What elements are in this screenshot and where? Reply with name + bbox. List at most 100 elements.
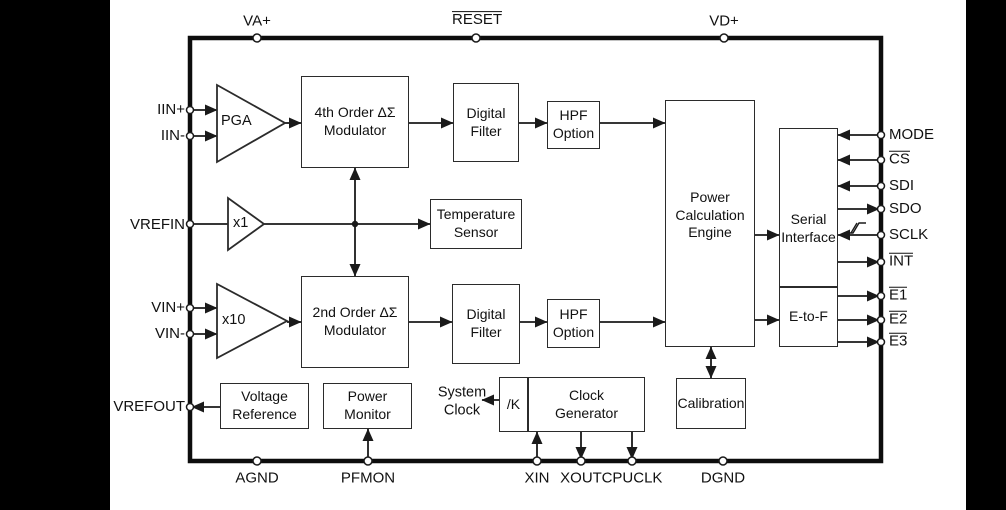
block-label-line: Interface bbox=[781, 228, 836, 245]
pin-label-sdo: SDO bbox=[889, 200, 922, 217]
block-label-line: Clock bbox=[568, 386, 604, 403]
block-label-line: Option bbox=[552, 323, 595, 340]
pin-cpuclk bbox=[627, 456, 637, 466]
pin-sclk bbox=[876, 230, 886, 240]
block-hpf-option-1: HPF Option bbox=[547, 101, 600, 149]
pin-text: VA+ bbox=[243, 12, 271, 30]
pin-label-agnd: AGND bbox=[235, 469, 279, 487]
pin-e2 bbox=[876, 315, 886, 325]
block-label-line: Engine bbox=[688, 224, 732, 241]
pin-vin-minus bbox=[185, 329, 195, 339]
block-2nd-order-modulator: 2nd Order ΔΣ Modulator bbox=[301, 276, 409, 368]
pin-sdi bbox=[876, 181, 886, 191]
block-digital-filter-1: Digital Filter bbox=[453, 83, 519, 162]
amplifiers bbox=[216, 83, 289, 360]
block-label-line: Power bbox=[690, 188, 730, 205]
pin-label-e2: E2 bbox=[889, 310, 908, 329]
pin-circles bbox=[185, 33, 886, 466]
block-label-line: Serial bbox=[790, 210, 827, 227]
pin-vrefin bbox=[185, 219, 195, 229]
x1-amp-triangle bbox=[227, 196, 266, 252]
pin-label-mode: MODE bbox=[889, 126, 934, 143]
block-label-line: Voltage bbox=[241, 388, 288, 405]
system-clock-line1: System bbox=[437, 384, 487, 401]
pin-label-vin-plus: VIN+ bbox=[151, 299, 185, 317]
pga-amp-triangle bbox=[216, 83, 287, 164]
block-label-line: 2nd Order ΔΣ bbox=[312, 304, 398, 321]
block-label-line: Temperature bbox=[436, 206, 516, 223]
block-serial-interface: Serial Interface bbox=[779, 128, 838, 287]
block-power-calculation-engine: Power Calculation Engine bbox=[665, 100, 755, 347]
pin-label-pfmon: PFMON bbox=[340, 469, 396, 487]
system-clock-label: System Clock bbox=[438, 384, 486, 419]
pin-text: CS bbox=[889, 150, 910, 168]
block-label-line: Generator bbox=[554, 404, 619, 421]
pin-label-cpuclk: CPUCLK bbox=[601, 469, 663, 487]
system-clock-line2: Clock bbox=[443, 402, 481, 418]
pin-text: SDI bbox=[889, 177, 915, 195]
pin-label-vin-minus: VIN- bbox=[155, 325, 185, 343]
block-clock-divider: /K bbox=[499, 377, 528, 432]
block-hpf-option-2: HPF Option bbox=[547, 299, 600, 348]
block-label-line: Power bbox=[347, 388, 388, 405]
pin-dgnd bbox=[718, 456, 728, 466]
pin-label-reset: RESET bbox=[451, 11, 503, 29]
pin-text: E2 bbox=[889, 310, 908, 328]
pin-pfmon bbox=[363, 456, 373, 466]
pin-va-plus bbox=[252, 33, 262, 43]
pin-label-e1: E1 bbox=[889, 286, 908, 305]
wires bbox=[190, 104, 881, 460]
pin-e3 bbox=[876, 337, 886, 347]
block-digital-filter-2: Digital Filter bbox=[452, 284, 520, 364]
pin-cs bbox=[876, 155, 886, 165]
pga-label: PGA bbox=[221, 113, 252, 129]
pin-label-cs: CS bbox=[889, 150, 910, 169]
block-label-line: HPF bbox=[559, 305, 588, 322]
block-power-monitor: Power Monitor bbox=[323, 383, 412, 429]
pin-label-xin: XIN bbox=[524, 469, 550, 487]
pin-label-vd-plus: VD+ bbox=[709, 13, 739, 30]
pin-iin-plus bbox=[185, 105, 195, 115]
pin-text: VD+ bbox=[709, 12, 739, 30]
pin-label-sclk: SCLK bbox=[889, 226, 928, 243]
pin-label-dgnd: DGND bbox=[700, 469, 746, 487]
pin-e1 bbox=[876, 291, 886, 301]
pin-reset bbox=[471, 33, 481, 43]
pin-label-vrefin: VREFIN bbox=[129, 216, 185, 234]
block-label-line: HPF bbox=[559, 107, 588, 124]
pin-text: E3 bbox=[889, 332, 908, 350]
block-label-line: Sensor bbox=[453, 224, 499, 240]
pin-mode bbox=[876, 130, 886, 140]
x1-label: x1 bbox=[233, 215, 249, 231]
pin-label-sdi: SDI bbox=[889, 177, 914, 194]
pin-label-xout: XOUT bbox=[560, 469, 602, 487]
block-calibration: Calibration bbox=[676, 378, 746, 429]
pin-text: RESET bbox=[451, 11, 503, 29]
pin-text: MODE bbox=[889, 126, 934, 144]
block-label-line: /K bbox=[506, 395, 521, 412]
block-label-line: Digital bbox=[466, 306, 506, 323]
pin-label-iin-plus: IIN+ bbox=[157, 101, 185, 119]
pin-vrefout bbox=[185, 402, 195, 412]
pin-label-iin-minus: IIN- bbox=[160, 127, 185, 145]
schmitt-trigger-icon bbox=[846, 222, 866, 234]
block-voltage-reference: Voltage Reference bbox=[220, 383, 309, 429]
block-label-line: Monitor bbox=[344, 406, 391, 422]
x10-amp-triangle bbox=[216, 282, 289, 360]
block-temperature-sensor: Temperature Sensor bbox=[430, 199, 522, 249]
block-label-line: Filter bbox=[470, 324, 502, 340]
pin-xout bbox=[576, 456, 586, 466]
block-label-line: Modulator bbox=[323, 322, 387, 338]
letterbox-bar-left bbox=[0, 0, 110, 510]
block-label-line: 4th Order ΔΣ bbox=[314, 104, 396, 121]
block-label-line: Digital bbox=[466, 104, 506, 121]
pin-text: SCLK bbox=[889, 226, 929, 244]
block-label-line: Calculation bbox=[675, 206, 745, 223]
block-label-line: E-to-F bbox=[789, 308, 828, 325]
pin-sdo bbox=[876, 204, 886, 214]
block-clock-generator: Clock Generator bbox=[528, 377, 645, 432]
pin-label-e3: E3 bbox=[889, 332, 908, 351]
pin-text: INT bbox=[889, 252, 914, 270]
block-e-to-f: E-to-F bbox=[779, 287, 838, 347]
